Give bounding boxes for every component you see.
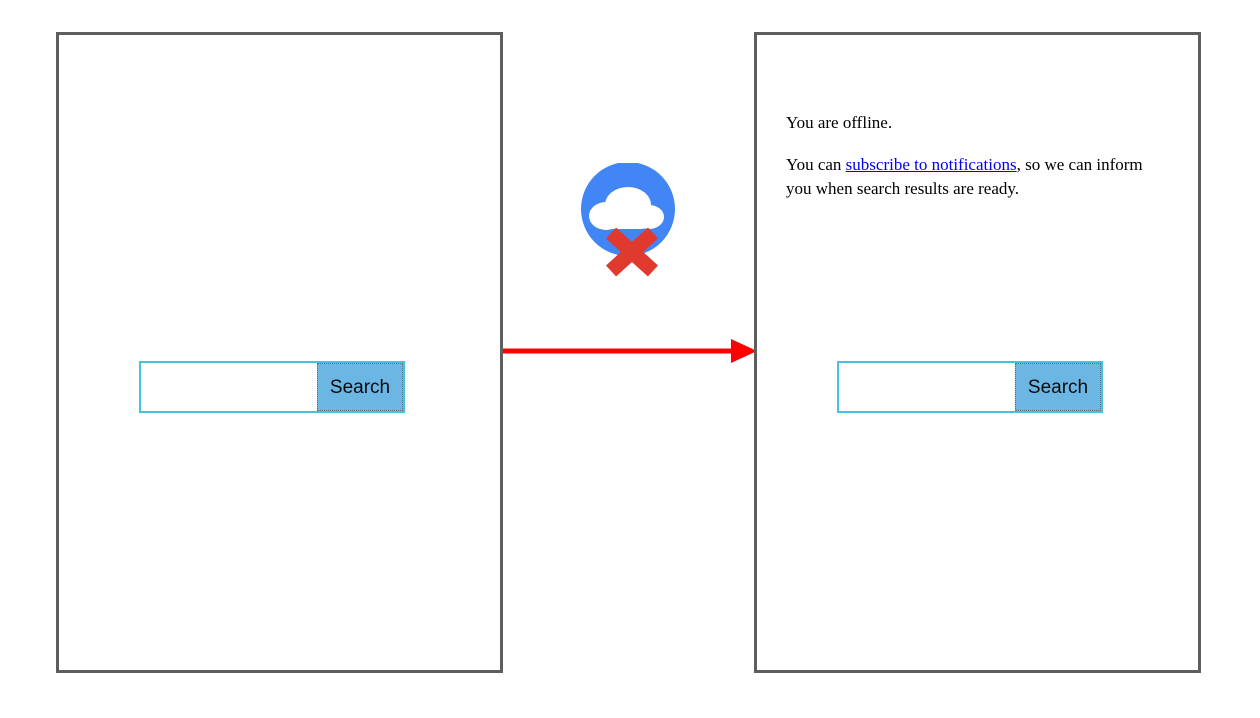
search-widget-after[interactable]: Search bbox=[837, 361, 1103, 413]
offline-message-prefix: You can bbox=[786, 155, 846, 175]
search-input-before[interactable] bbox=[141, 363, 317, 411]
search-widget-before[interactable]: Search bbox=[139, 361, 405, 413]
panel-before-offline: Search bbox=[56, 32, 503, 673]
transition-arrow bbox=[503, 339, 757, 363]
offline-message-line2: You can subscribe to notifications, so w… bbox=[786, 153, 1158, 201]
panel-after-offline: You are offline. You can subscribe to no… bbox=[754, 32, 1201, 673]
x-cross-icon bbox=[605, 227, 659, 277]
cloud-icon bbox=[589, 187, 664, 230]
subscribe-to-notifications-link[interactable]: subscribe to notifications bbox=[845, 155, 1017, 175]
search-button-before[interactable]: Search bbox=[317, 363, 403, 411]
search-input-after[interactable] bbox=[839, 363, 1015, 411]
offline-message: You are offline. You can subscribe to no… bbox=[786, 111, 1158, 201]
search-button-after[interactable]: Search bbox=[1015, 363, 1101, 411]
offline-message-line1: You are offline. bbox=[786, 113, 893, 132]
cloud-offline-badge bbox=[581, 163, 675, 277]
arrow-right-icon bbox=[503, 339, 757, 363]
offline-message-suffix: , so we can inform you when search resul… bbox=[786, 155, 1143, 199]
